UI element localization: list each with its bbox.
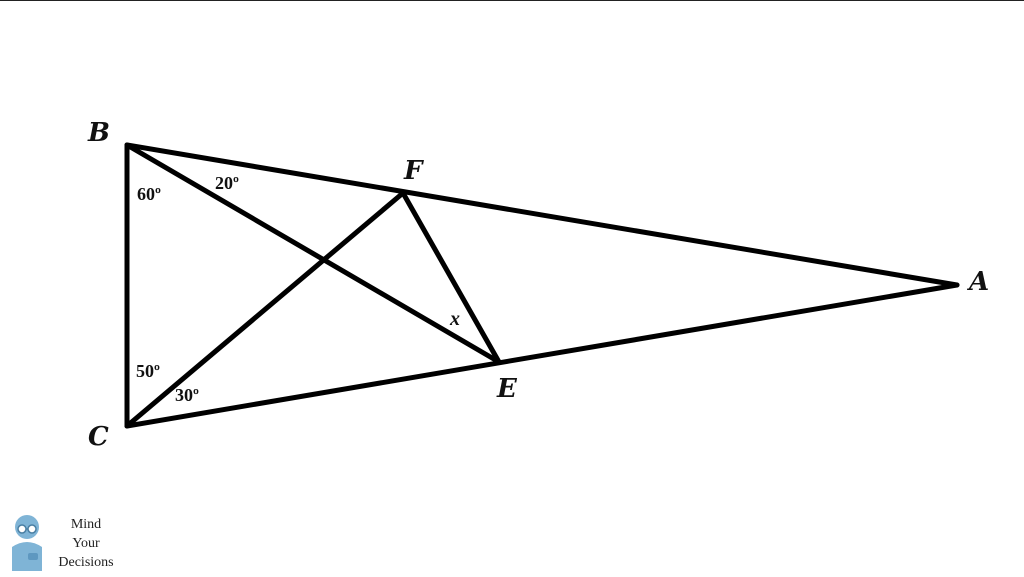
point-label-f: F bbox=[403, 156, 424, 186]
point-label-c: C bbox=[88, 422, 109, 452]
mind-your-decisions-logo: Mind Your Decisions bbox=[8, 513, 118, 573]
segment-be bbox=[124, 142, 502, 365]
point-label-b: B bbox=[87, 118, 110, 148]
unknown-angle-label: x bbox=[449, 308, 460, 330]
point-label-e: E bbox=[496, 374, 518, 404]
point-label-a: A bbox=[966, 267, 989, 297]
segment-fe bbox=[400, 190, 502, 365]
segment-ca bbox=[124, 282, 960, 429]
logo-line-3: Decisions bbox=[58, 555, 114, 570]
angle-label-b-lower: 60º bbox=[137, 184, 161, 204]
thinking-face-icon bbox=[12, 515, 42, 571]
logo-line-2: Your bbox=[72, 536, 100, 551]
segment-ba bbox=[124, 142, 960, 288]
angle-label-c-upper: 50º bbox=[136, 361, 160, 381]
segment-cf bbox=[124, 190, 406, 429]
logo-text: Mind Your Decisions bbox=[48, 515, 124, 572]
logo-line-1: Mind bbox=[70, 517, 102, 532]
angle-label-b-upper: 20º bbox=[215, 173, 239, 193]
angle-label-c-lower: 30º bbox=[175, 385, 199, 405]
